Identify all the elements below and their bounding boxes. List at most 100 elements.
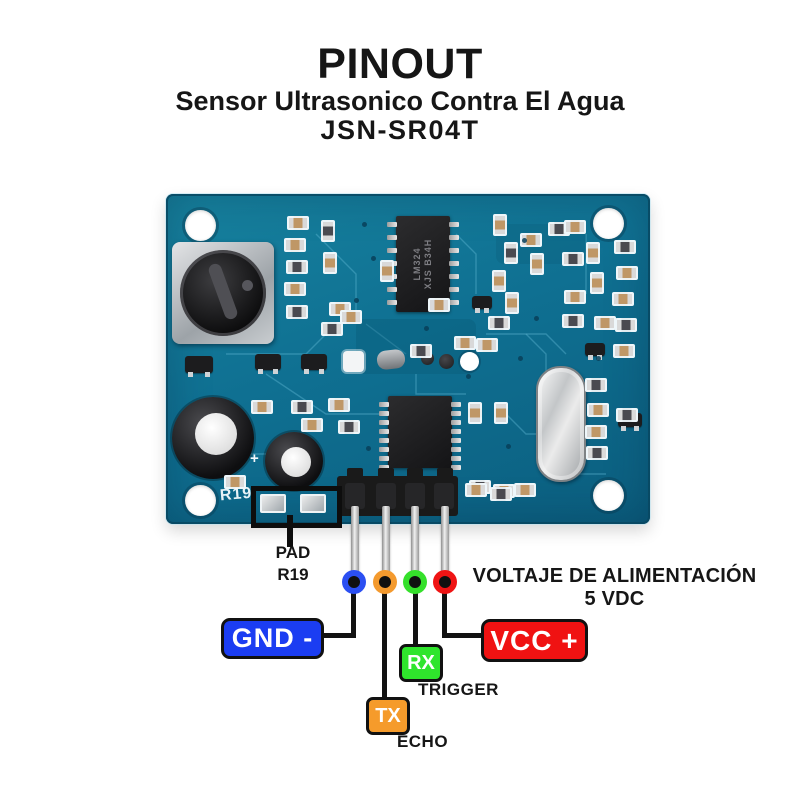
gnd-wire	[316, 633, 356, 638]
smd-component	[505, 292, 519, 314]
via	[466, 374, 471, 379]
smd-component	[286, 305, 308, 319]
smd-component	[530, 253, 544, 275]
ic-pin	[379, 447, 389, 452]
ic-pin	[451, 411, 461, 416]
ic-pin	[449, 261, 459, 266]
transistor	[255, 354, 281, 374]
smd-component	[492, 270, 506, 292]
voltage-note: VOLTAJE DE ALIMENTACIÓN 5 VDC	[452, 565, 777, 611]
ic-pin	[387, 287, 397, 292]
smd-component	[586, 242, 600, 264]
via	[518, 356, 523, 361]
test-pad	[343, 351, 364, 372]
plus-silkscreen: +	[250, 450, 259, 467]
mounting-hole	[592, 479, 624, 511]
smd-component	[564, 290, 586, 304]
via	[371, 256, 376, 261]
ic-pin	[379, 438, 389, 443]
rx-wire	[413, 582, 418, 646]
transformer-dot	[242, 280, 253, 291]
ic-pin	[449, 287, 459, 292]
smd-component	[410, 344, 432, 358]
ic-pin	[451, 456, 461, 461]
smd-component	[564, 220, 586, 234]
transistor	[472, 296, 492, 313]
tx-pin-dot	[373, 570, 397, 594]
via	[522, 238, 527, 243]
smd-component	[338, 420, 360, 434]
small-capacitor	[439, 354, 454, 369]
smd-component	[585, 425, 607, 439]
smd-component	[504, 242, 518, 264]
ic-pin	[379, 411, 389, 416]
mounting-hole	[592, 207, 624, 239]
smd-component	[321, 220, 335, 242]
page-subtitle: Sensor Ultrasonico Contra El Agua	[175, 86, 625, 116]
transistor	[301, 354, 327, 374]
rx-pin-dot	[403, 570, 427, 594]
ic-pin	[379, 420, 389, 425]
pad-note-line2: R19	[277, 565, 309, 584]
smd-component	[251, 400, 273, 414]
transistor	[585, 343, 605, 360]
ic-pin	[387, 248, 397, 253]
ic-pin	[387, 300, 397, 305]
ic-pin	[451, 438, 461, 443]
silkscreen-r19-label: R19	[219, 484, 253, 505]
smd-component	[301, 418, 323, 432]
smd-component	[428, 298, 450, 312]
smd-component	[616, 266, 638, 280]
ic-pin	[451, 447, 461, 452]
via	[506, 444, 511, 449]
ic-pin	[449, 300, 459, 305]
ic-pin	[451, 420, 461, 425]
ic-pin	[449, 274, 459, 279]
smd-component	[291, 400, 313, 414]
via	[354, 298, 359, 303]
ic-pin	[449, 235, 459, 240]
ic-pin	[451, 402, 461, 407]
smd-component	[494, 402, 508, 424]
transistor	[185, 356, 213, 377]
via	[366, 446, 371, 451]
smd-component	[321, 322, 343, 336]
smd-component	[590, 272, 604, 294]
ic-pin	[387, 235, 397, 240]
vcc-wire	[442, 633, 486, 638]
smd-component	[586, 446, 608, 460]
smd-component	[616, 408, 638, 422]
ic-pin	[451, 429, 461, 434]
gnd-wire	[351, 582, 356, 638]
smd-component	[585, 378, 607, 392]
smd-component	[284, 282, 306, 296]
ic-pin	[449, 248, 459, 253]
smd-component	[613, 344, 635, 358]
smd-component	[488, 316, 510, 330]
vcc-pin	[441, 506, 449, 578]
header-segment	[434, 483, 454, 509]
via	[534, 316, 539, 321]
smd-component	[454, 336, 476, 350]
smd-component	[380, 260, 394, 282]
header-segment	[345, 483, 365, 509]
smd-component	[323, 252, 337, 274]
pad-r19-outline	[251, 486, 342, 528]
ic-pin	[449, 222, 459, 227]
pad-r19-note: PAD R19	[243, 542, 343, 586]
smd-component	[476, 338, 498, 352]
smd-component	[286, 260, 308, 274]
capacitor-top	[195, 413, 237, 455]
rx-label: RX	[399, 644, 443, 682]
smd-component	[468, 402, 482, 424]
gnd-pin	[351, 506, 359, 578]
smd-component	[340, 310, 362, 324]
header-segment	[405, 483, 425, 509]
crystal-oscillator	[536, 366, 586, 482]
pad-note-line1: PAD	[275, 543, 311, 562]
trigger-note: TRIGGER	[418, 680, 499, 699]
vcc-label: VCC +	[481, 619, 588, 662]
voltage-note-line1: VOLTAJE DE ALIMENTACIÓN	[472, 565, 757, 587]
smd-component	[614, 240, 636, 254]
